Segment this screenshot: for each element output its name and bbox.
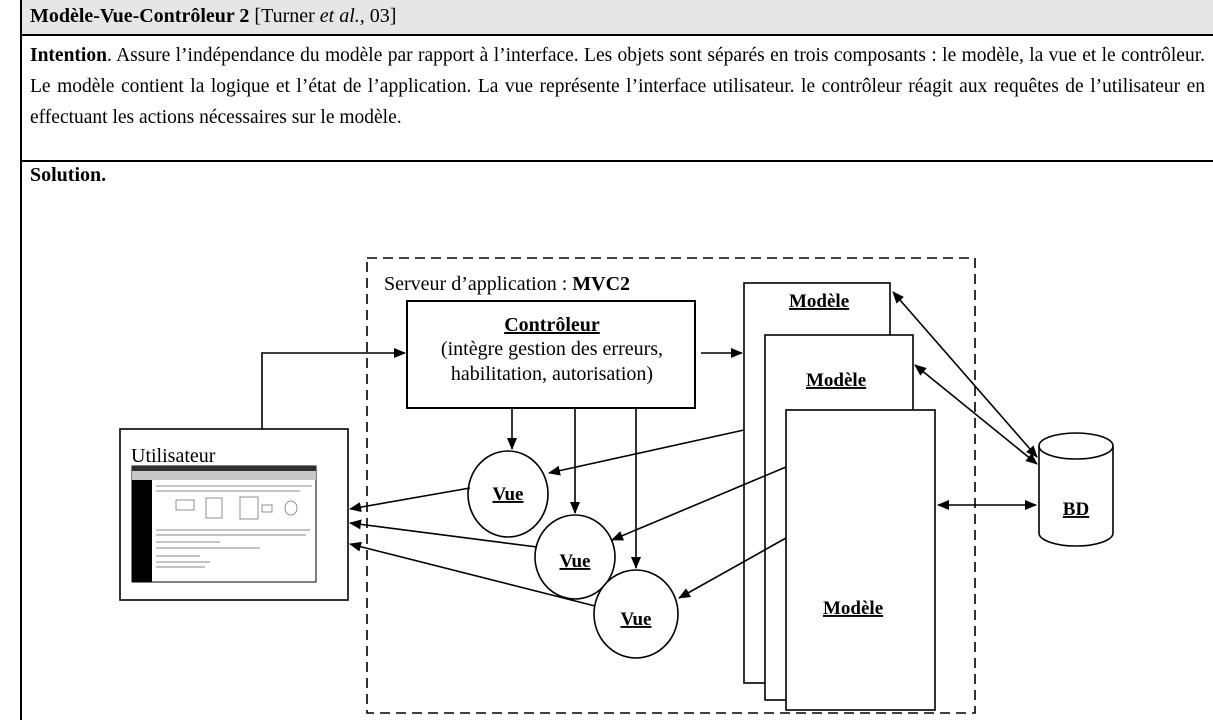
arrow-model-to-view-2 — [611, 466, 787, 541]
arrow-view-2-to-user — [349, 519, 538, 548]
intention-label: Intention — [30, 45, 107, 66]
server-boundary — [366, 257, 976, 714]
model-label-2: Modèle — [806, 370, 866, 391]
solution-label: Solution. — [30, 164, 107, 186]
citation-italic: et al. — [319, 5, 360, 27]
citation-prefix: [Turner — [249, 5, 320, 27]
server-label-prefix: Serveur d’application : — [384, 273, 572, 295]
arrow-view-1-to-user — [349, 487, 471, 513]
user-screen-thumbnail — [131, 465, 317, 583]
pattern-title: Modèle-Vue-Contrôleur 2 — [30, 5, 250, 27]
arrow-view-3-to-user — [349, 541, 596, 607]
citation-suffix: , 03] — [359, 5, 397, 27]
user-label: Utilisateur — [131, 445, 216, 467]
view-label-2: Vue — [560, 551, 591, 572]
view-ellipse-2 — [534, 514, 616, 600]
arrow-model-to-view-1 — [548, 429, 745, 476]
controller-box — [406, 300, 696, 409]
controller-desc-line2: habilitation, autorisation) — [451, 363, 653, 385]
server-label-bold: MVC2 — [572, 273, 630, 295]
server-label: Serveur d’application : MVC2 — [384, 273, 630, 295]
db-label: BD — [1063, 499, 1089, 520]
view-label-3: Vue — [621, 609, 652, 630]
controller-title: Contrôleur — [504, 314, 600, 336]
model-label-1: Modèle — [789, 291, 849, 312]
controller-desc-line1: (intègre gestion des erreurs, — [441, 338, 663, 360]
view-ellipse-1 — [467, 450, 549, 538]
model-label-3: Modèle — [823, 598, 883, 619]
arrow-model-to-view-3 — [678, 537, 787, 599]
database-cylinder — [1038, 432, 1114, 547]
model-box-3 — [785, 409, 936, 711]
view-label-1: Vue — [493, 484, 524, 505]
view-ellipse-3 — [593, 569, 679, 659]
arrow-user-to-controller — [261, 348, 406, 429]
intention-text: . Assure l’indépendance du modèle par ra… — [30, 45, 1205, 128]
arrow-model-2-to-db — [914, 364, 1038, 465]
